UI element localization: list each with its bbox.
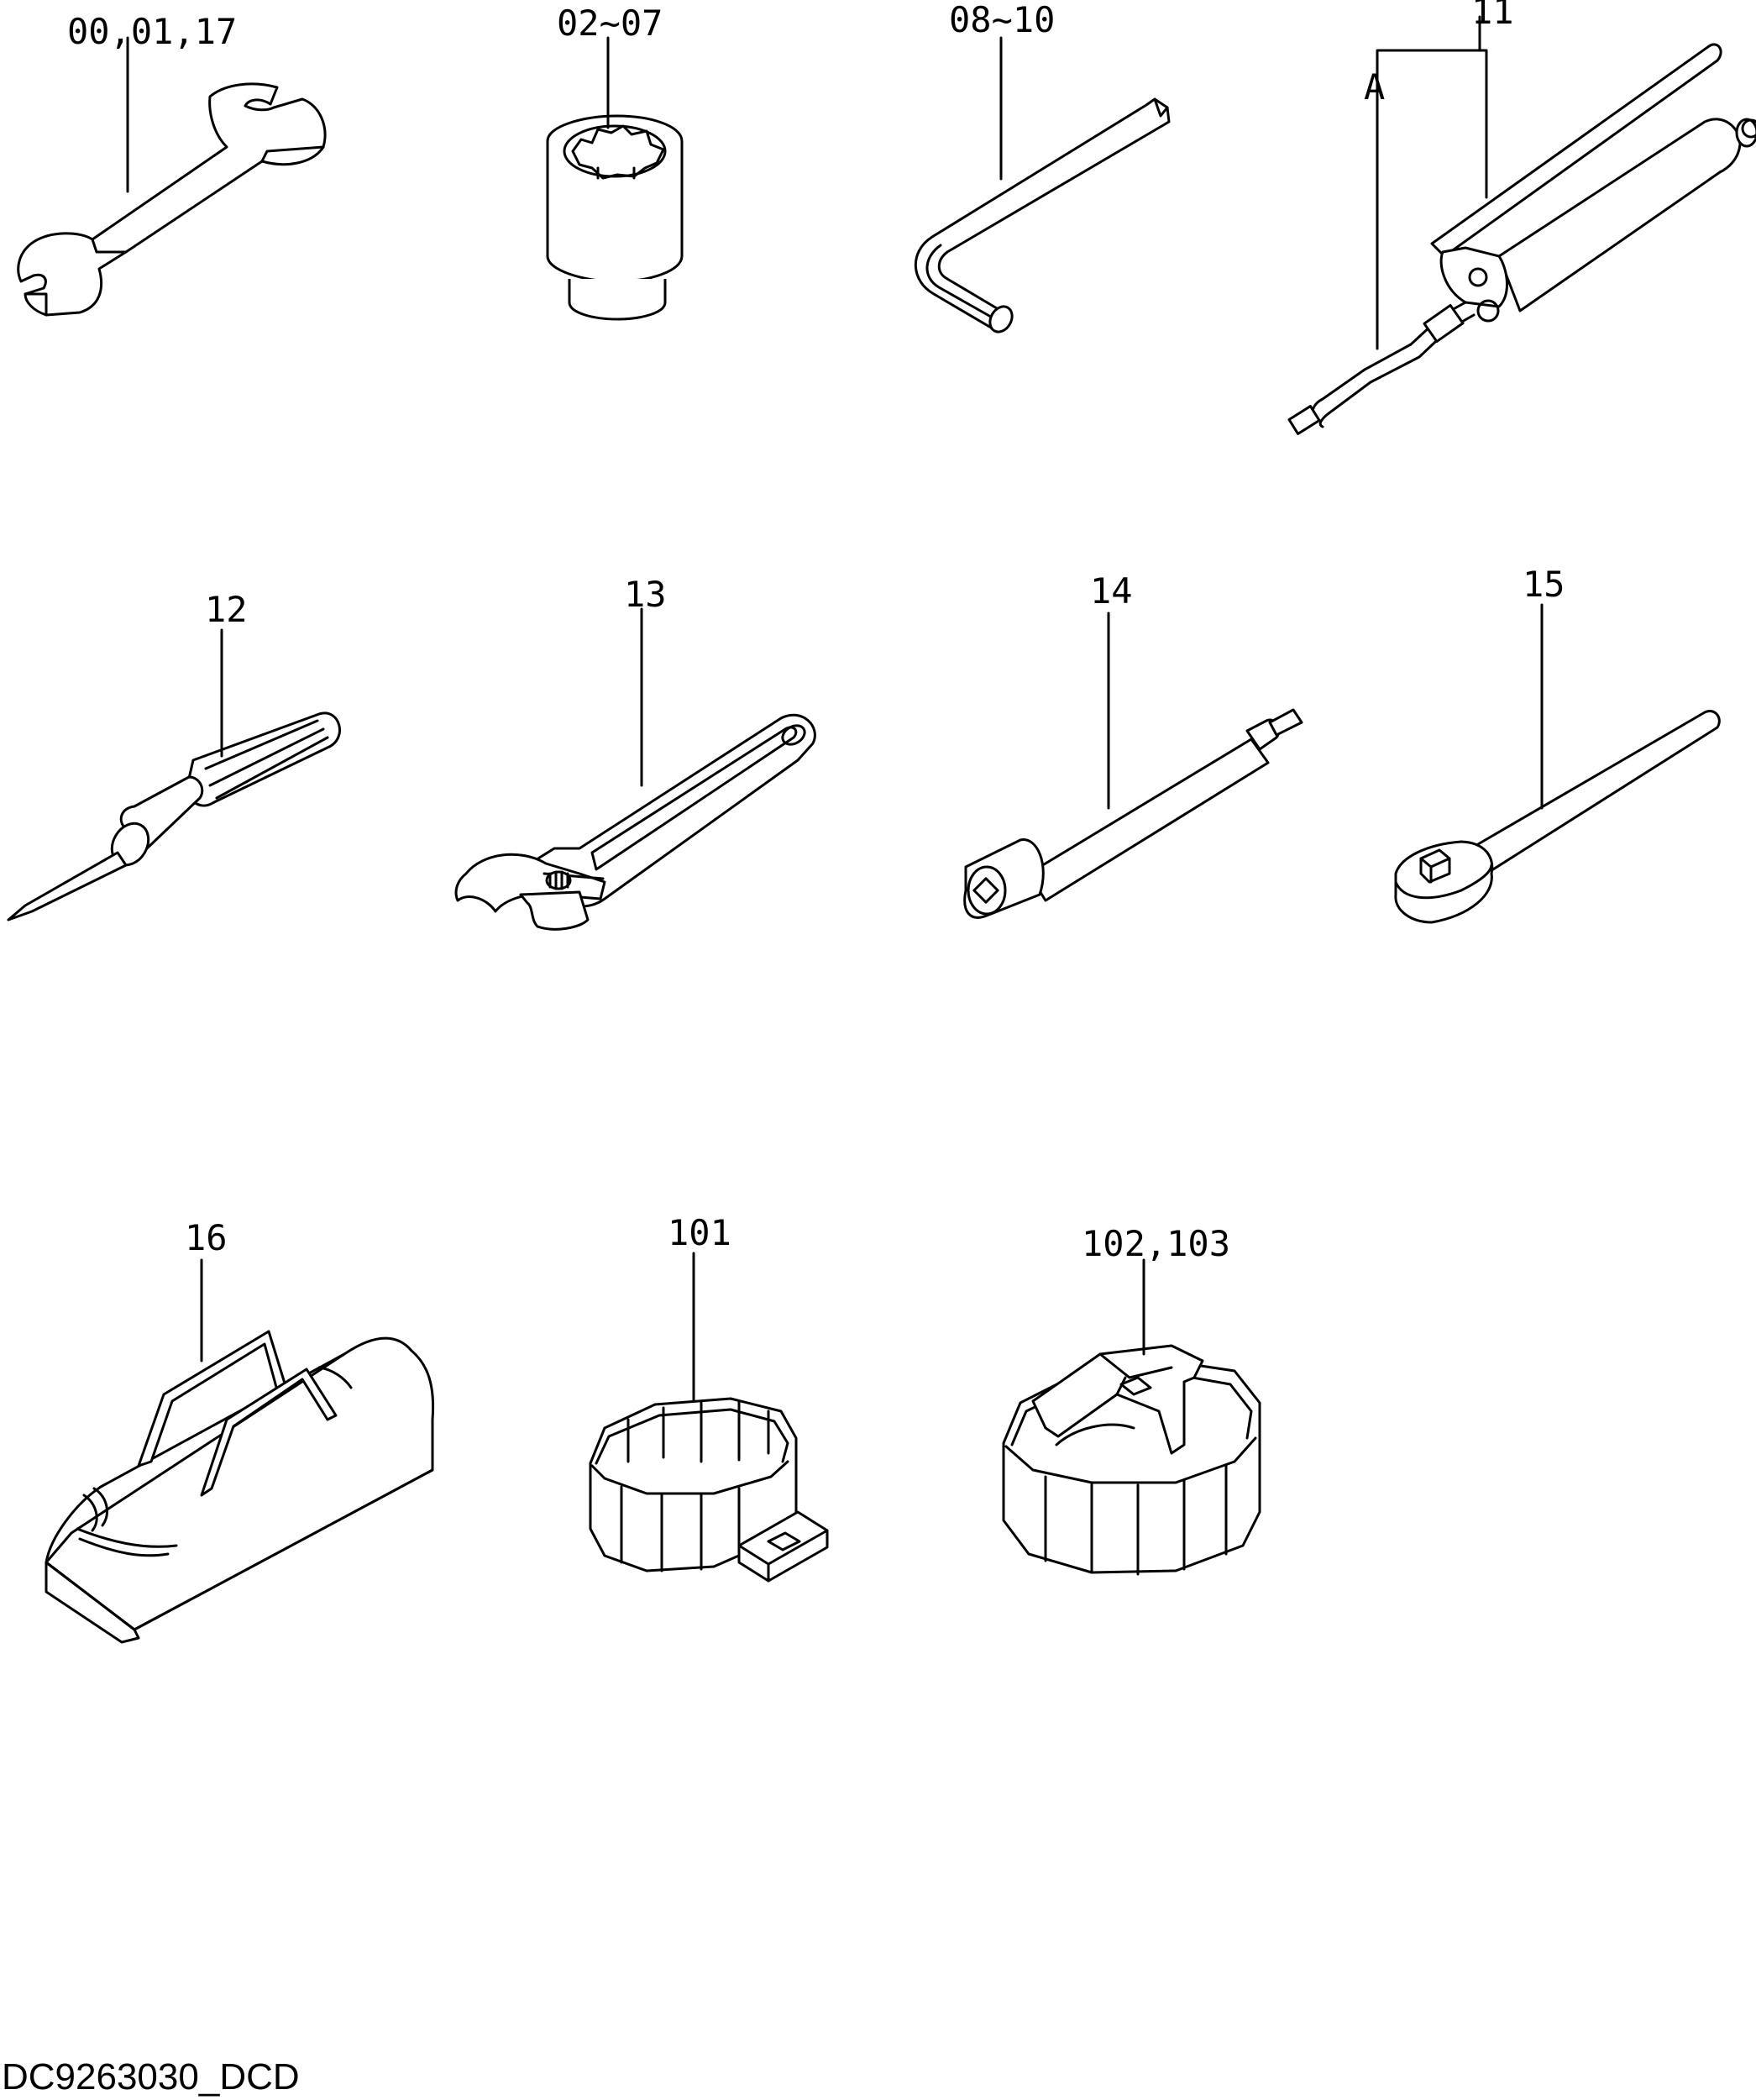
callout-socket: 02~07 (557, 3, 663, 44)
callout-grease-gun: 11 (1471, 0, 1514, 32)
grease-gun (1287, 43, 1756, 435)
leader-line-grease-gun (1376, 49, 1488, 350)
filter-wrench-102-103 (1002, 1344, 1261, 1576)
open-end-wrench (17, 82, 327, 317)
tool-bag (45, 1330, 435, 1644)
callout-hex-key: 08~10 (949, 0, 1055, 40)
callout-wrench: 00,01,17 (67, 11, 237, 52)
callout-screwdriver: 12 (205, 589, 248, 630)
ratchet-handle (1394, 710, 1721, 924)
filter-wrench-101 (589, 1397, 829, 1583)
extension-bar (963, 708, 1303, 919)
callout-filter-wrench-102-103: 102,103 (1082, 1223, 1230, 1264)
screwdriver (7, 711, 341, 921)
socket (546, 114, 684, 321)
callout-grease-gun-part-a: A (1364, 66, 1385, 108)
adjustable-wrench (454, 713, 816, 931)
callout-extension-bar: 14 (1090, 570, 1133, 612)
drawing-id-label: DC9263030_DCD (2, 2056, 300, 2097)
callout-filter-wrench-101: 101 (668, 1212, 731, 1253)
hex-key (914, 97, 1171, 333)
callout-ratchet-handle: 15 (1523, 564, 1565, 605)
callout-tool-bag: 16 (185, 1217, 228, 1258)
callout-adjustable-wrench: 13 (624, 574, 667, 615)
